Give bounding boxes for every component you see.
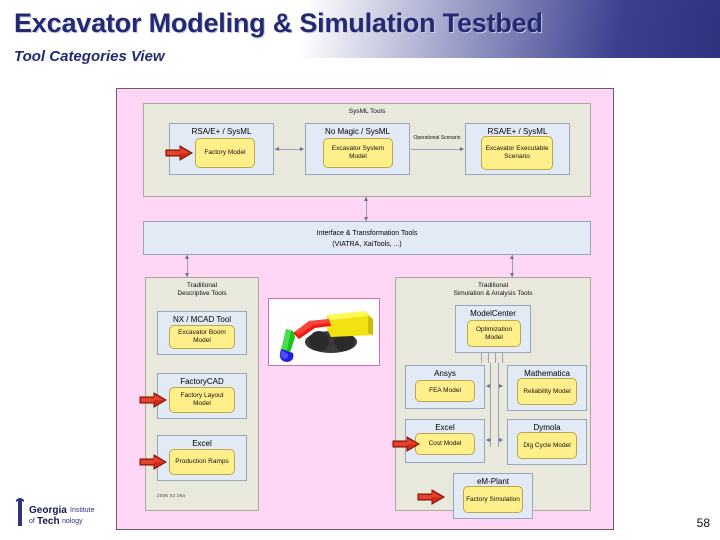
- red-arrow-icon: [139, 392, 167, 408]
- connector-line: [187, 255, 188, 277]
- connector-line: [495, 353, 496, 363]
- svg-text:nology: nology: [62, 518, 83, 525]
- svg-text:Tech: Tech: [37, 516, 60, 527]
- connector-line: [490, 363, 491, 447]
- connector-arrowhead-icon: [275, 146, 279, 151]
- connector-arrowhead-icon: [300, 146, 304, 151]
- model-excavator-executable-scenario[interactable]: Excavator Executable Scenario: [481, 136, 553, 170]
- connector-line: [488, 353, 489, 363]
- red-arrow-icon: [392, 436, 420, 452]
- tool-label: No Magic / SysML: [325, 127, 390, 136]
- connector-arrowhead-icon: [509, 273, 514, 277]
- tool-label: NX / MCAD Tool: [172, 315, 232, 324]
- connector-line: [512, 255, 513, 277]
- model-excavator-system-model[interactable]: Excavator System Model: [323, 138, 393, 168]
- group-descriptive-title-line2: Descriptive Tools: [177, 290, 227, 297]
- tool-label: RSA/E+ / SysML: [191, 127, 252, 136]
- red-arrow-icon: [165, 145, 193, 161]
- group-descriptive-title-line1: Traditional: [186, 282, 218, 289]
- connector-arrowhead-icon: [486, 384, 490, 388]
- svg-text:Institute: Institute: [70, 507, 95, 514]
- tool-label: Excel: [435, 423, 455, 432]
- connector-arrowhead-icon: [363, 217, 368, 221]
- connector-arrowhead-icon: [184, 255, 189, 259]
- interface-tools-title-line1: Interface & Transformation Tools: [316, 230, 418, 237]
- connector-line: [275, 149, 303, 150]
- connector-arrowhead-icon: [460, 146, 464, 151]
- connector-line: [481, 353, 482, 363]
- header-gradient-band: [0, 0, 720, 58]
- red-arrow-icon: [417, 489, 445, 505]
- svg-text:of: of: [29, 518, 35, 525]
- model-cost-model[interactable]: Cost Model: [415, 433, 475, 455]
- tool-label: eM-Plant: [476, 477, 509, 486]
- page-title: Excavator Modeling & Simulation Testbed: [14, 8, 543, 38]
- model-dig-cycle-model[interactable]: Dig Cycle Model: [517, 432, 577, 459]
- connector-line: [366, 197, 367, 221]
- red-arrow-icon: [139, 454, 167, 470]
- page-subtitle: Tool Categories View: [14, 48, 165, 65]
- tool-label: RSA/E+ / SysML: [487, 127, 548, 136]
- date-stamp: 2006 02 26a: [157, 493, 186, 498]
- tool-label: Dymola: [533, 423, 561, 432]
- georgia-tech-logo: Georgia Institute of Tech nology: [12, 496, 112, 530]
- model-excavator-boom-model[interactable]: Excavator Boom Model: [169, 325, 235, 349]
- connector-arrowhead-icon: [499, 438, 503, 442]
- connector-arrowhead-icon: [499, 384, 503, 388]
- tool-label: Excel: [192, 439, 212, 448]
- group-sysml-tools-title: SysML Tools: [348, 108, 386, 115]
- connector-arrowhead-icon: [509, 255, 514, 259]
- edge-label-operational-scenario: Operational Scenario: [413, 135, 461, 141]
- page-number: 58: [696, 516, 710, 530]
- model-reliability-model[interactable]: Reliability Model: [517, 378, 577, 405]
- connector-line: [498, 363, 499, 447]
- model-factory-layout-model[interactable]: Factory Layout Model: [169, 387, 235, 413]
- connector-arrowhead-icon: [363, 197, 368, 201]
- group-interface-transformation-tools[interactable]: Interface & Transformation Tools (VIATRA…: [143, 221, 591, 255]
- model-factory-model[interactable]: Factory Model: [195, 138, 255, 168]
- group-simulation-title-line1: Traditional: [477, 282, 509, 289]
- tool-label: FactoryCAD: [180, 377, 224, 386]
- tool-label: Mathematica: [524, 369, 570, 378]
- tool-label: Ansys: [434, 369, 456, 378]
- interface-tools-title-line2: (VIATRA, XaiTools, ...): [332, 241, 402, 248]
- connector-arrowhead-icon: [184, 273, 189, 277]
- group-simulation-title-line2: Simulation & Analysis Tools: [453, 290, 533, 297]
- svg-text:Georgia: Georgia: [29, 505, 67, 516]
- connector-line: [411, 149, 463, 150]
- model-fea-model[interactable]: FEA Model: [415, 380, 475, 402]
- tool-label: ModelCenter: [470, 309, 516, 318]
- model-factory-simulation[interactable]: Factory Simulation: [463, 486, 523, 513]
- connector-line: [502, 353, 503, 363]
- model-production-ramps[interactable]: Production Ramps: [169, 449, 235, 475]
- excavator-illustration: [268, 298, 380, 366]
- model-optimization-model[interactable]: Optimization Model: [467, 320, 521, 347]
- connector-arrowhead-icon: [486, 438, 490, 442]
